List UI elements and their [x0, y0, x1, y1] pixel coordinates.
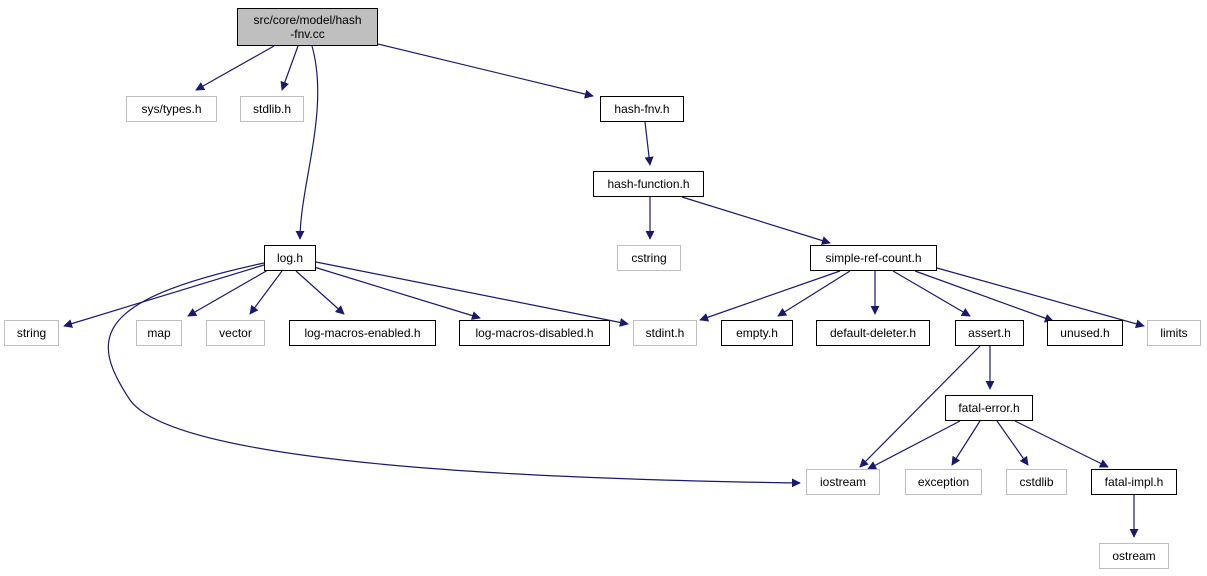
- node-hash-fnv-h[interactable]: hash-fnv.h: [600, 96, 684, 122]
- node-default-deleter-h[interactable]: default-deleter.h: [816, 320, 930, 346]
- edge-simple-ref-count-h-to-unused-h: [914, 270, 1054, 323]
- node-label: hash-function.h: [607, 177, 690, 191]
- node-label: hash-fnv.h: [614, 102, 670, 116]
- node-iostream: iostream: [806, 469, 880, 495]
- node-label: sys/types.h: [141, 102, 202, 116]
- node-log-macros-enabled-h[interactable]: log-macros-enabled.h: [289, 320, 436, 346]
- node-label: simple-ref-count.h: [825, 251, 922, 265]
- edge-log-h-to-string: [63, 264, 265, 328]
- node-unused-h[interactable]: unused.h: [1047, 320, 1123, 346]
- node-label: ostream: [1112, 549, 1156, 563]
- node-string: string: [4, 320, 59, 346]
- node-ostream: ostream: [1099, 543, 1169, 569]
- node-label: default-deleter.h: [829, 326, 917, 340]
- node-label: log-macros-enabled.h: [304, 326, 421, 340]
- node-hash-function-h[interactable]: hash-function.h: [593, 171, 704, 197]
- node-hash-fnv-cc: src/core/model/hash -fnv.cc: [237, 8, 378, 46]
- node-stdlib-h: stdlib.h: [240, 96, 304, 122]
- node-limits: limits: [1147, 320, 1201, 346]
- node-sys-types-h: sys/types.h: [126, 96, 217, 122]
- node-vector: vector: [206, 320, 265, 346]
- node-cstdlib: cstdlib: [1006, 469, 1067, 495]
- edge-root-to-sys-types-h: [195, 45, 275, 91]
- node-label: src/core/model/hash -fnv.cc: [253, 13, 362, 41]
- edge-fatal-error-h-to-exception: [951, 420, 981, 466]
- node-label: iostream: [819, 475, 866, 489]
- edge-fatal-error-h-to-cstdlib: [996, 420, 1029, 466]
- edge-simple-ref-count-h-to-empty-h: [777, 270, 851, 317]
- node-label: stdint.h: [645, 326, 685, 340]
- edge-root-to-log-h: [295, 45, 319, 240]
- node-label: assert.h: [968, 326, 1011, 340]
- node-label: cstring: [631, 251, 667, 265]
- edge-assert-h-to-iostream: [859, 345, 981, 468]
- node-fatal-impl-h[interactable]: fatal-impl.h: [1091, 469, 1177, 495]
- node-cstring: cstring: [617, 245, 681, 271]
- edge-log-h-to-iostream: [107, 262, 801, 488]
- edge-simple-ref-count-h-to-assert-h: [892, 270, 971, 317]
- node-label: fatal-error.h: [958, 401, 1020, 415]
- edge-hash-function-h-to-simple-ref-count-h: [681, 196, 831, 245]
- edge-log-h-to-stdint-h: [315, 261, 629, 327]
- node-label: empty.h: [736, 326, 778, 340]
- edge-log-h-to-log-macros-enabled-h: [295, 270, 345, 315]
- edge-hash-fnv-h-to-hash-function-h: [644, 121, 654, 166]
- node-label: exception: [917, 475, 970, 489]
- node-fatal-error-h[interactable]: fatal-error.h: [945, 395, 1033, 421]
- node-label: map: [147, 326, 171, 340]
- node-empty-h[interactable]: empty.h: [721, 320, 793, 346]
- edge-simple-ref-count-h-to-limits: [936, 267, 1145, 329]
- edge-root-to-hash-fnv-h: [377, 43, 594, 99]
- node-label: cstdlib: [1019, 475, 1054, 489]
- node-label: vector: [219, 326, 252, 340]
- edge-log-h-to-vector: [249, 270, 283, 315]
- edge-log-h-to-map: [187, 269, 269, 317]
- node-label: limits: [1160, 326, 1188, 340]
- node-label: log.h: [276, 251, 304, 265]
- node-map: map: [136, 320, 182, 346]
- node-log-macros-disabled-h[interactable]: log-macros-disabled.h: [459, 320, 610, 346]
- edge-log-h-to-log-macros-disabled-h: [313, 266, 481, 320]
- node-label: unused.h: [1060, 326, 1110, 340]
- edge-simple-ref-count-h-to-stdint-h: [699, 270, 841, 322]
- node-label: fatal-impl.h: [1104, 475, 1164, 489]
- node-log-h[interactable]: log.h: [264, 245, 316, 271]
- node-stdint-h: stdint.h: [633, 320, 697, 346]
- edge-root-to-stdlib-h: [280, 45, 299, 91]
- node-exception: exception: [905, 469, 982, 495]
- edge-fatal-error-h-to-iostream: [867, 420, 961, 470]
- node-simple-ref-count-h[interactable]: simple-ref-count.h: [810, 245, 937, 271]
- edge-fatal-error-h-to-fatal-impl-h: [1014, 420, 1109, 468]
- node-label: stdlib.h: [252, 102, 292, 116]
- node-assert-h[interactable]: assert.h: [955, 320, 1024, 346]
- node-label: log-macros-disabled.h: [475, 326, 594, 340]
- node-label: string: [16, 326, 47, 340]
